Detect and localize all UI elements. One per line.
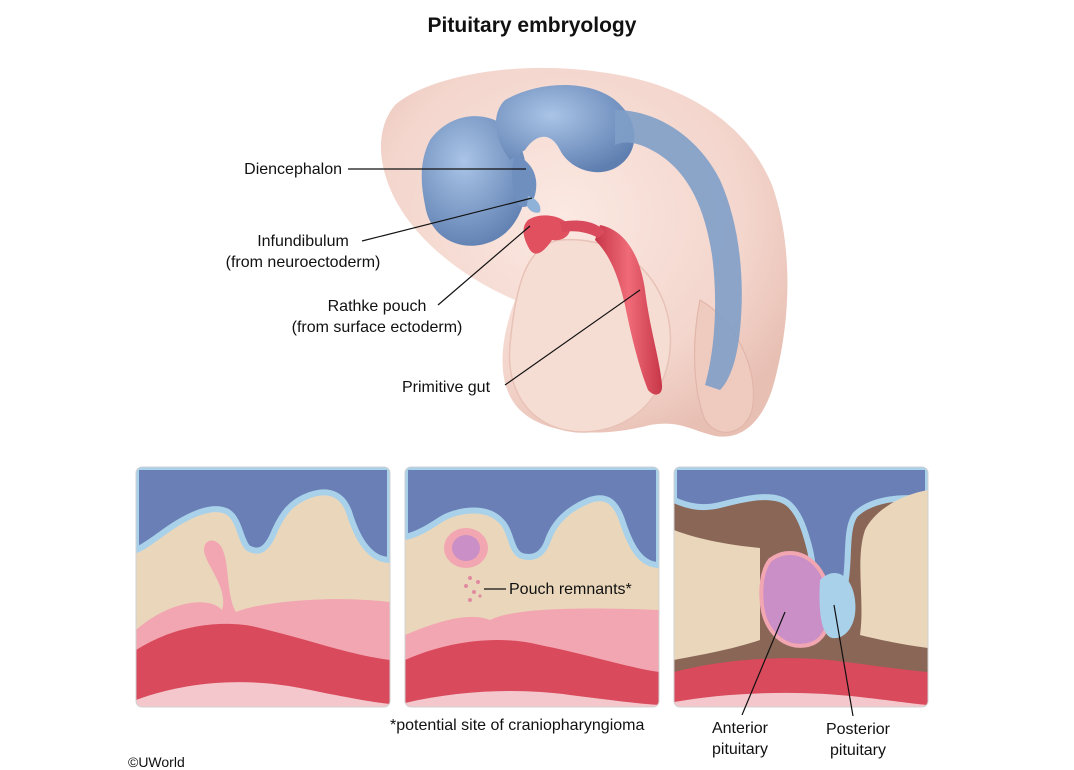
label-posterior-line2: pituitary xyxy=(829,742,887,759)
label-rathke-pouch-name: Rathke pouch xyxy=(327,298,427,315)
embryo-illustration xyxy=(380,67,788,437)
label-infundibulum-origin: (from neuroectoderm) xyxy=(225,254,381,271)
label-anterior-line1: Anterior xyxy=(711,720,769,737)
leader-lines-bottom xyxy=(484,588,854,717)
label-infundibulum-name: Infundibulum xyxy=(257,233,349,250)
panel-3-mature-pituitary xyxy=(674,467,928,707)
posterior-pituitary-leader xyxy=(833,604,854,717)
primitive-gut-leader xyxy=(504,289,641,386)
forebrain-vesicle xyxy=(421,116,527,246)
rathke-pouch xyxy=(523,215,570,254)
label-pouch-remnants: Pouch remnants* xyxy=(509,581,632,598)
copyright-credit: ©UWorld xyxy=(128,754,185,770)
infundibulum-tip xyxy=(527,196,541,213)
anterior-pituitary-leader xyxy=(741,611,786,716)
label-diencephalon: Diencephalon xyxy=(244,161,342,178)
label-posterior-pituitary: Posterior pituitary xyxy=(808,719,908,761)
neural-tube-dorsal xyxy=(615,110,742,390)
brain-tube-upper xyxy=(495,85,635,173)
gut-branch xyxy=(560,220,605,238)
panel-2-pouch-detached xyxy=(405,467,659,707)
footnote-craniopharyngioma: *potential site of craniopharyngioma xyxy=(390,717,645,734)
label-primitive-gut: Primitive gut xyxy=(402,379,491,396)
label-posterior-line1: Posterior xyxy=(825,721,891,738)
primitive-gut xyxy=(595,225,663,395)
diagram-title: Pituitary embryology xyxy=(427,14,637,37)
diencephalon-stalk xyxy=(512,155,537,207)
label-anterior-line2: pituitary xyxy=(711,741,769,758)
rathke-pouch-leader xyxy=(437,225,531,306)
panel-1-early-pouch xyxy=(136,467,390,707)
label-anterior-pituitary: Anterior pituitary xyxy=(690,718,790,760)
leader-lines-top xyxy=(348,168,641,386)
infundibulum-leader xyxy=(361,197,533,242)
label-rathke-pouch: Rathke pouch (from surface ectoderm) xyxy=(272,296,482,338)
label-infundibulum: Infundibulum (from neuroectoderm) xyxy=(208,231,398,273)
label-rathke-pouch-origin: (from surface ectoderm) xyxy=(291,319,463,336)
